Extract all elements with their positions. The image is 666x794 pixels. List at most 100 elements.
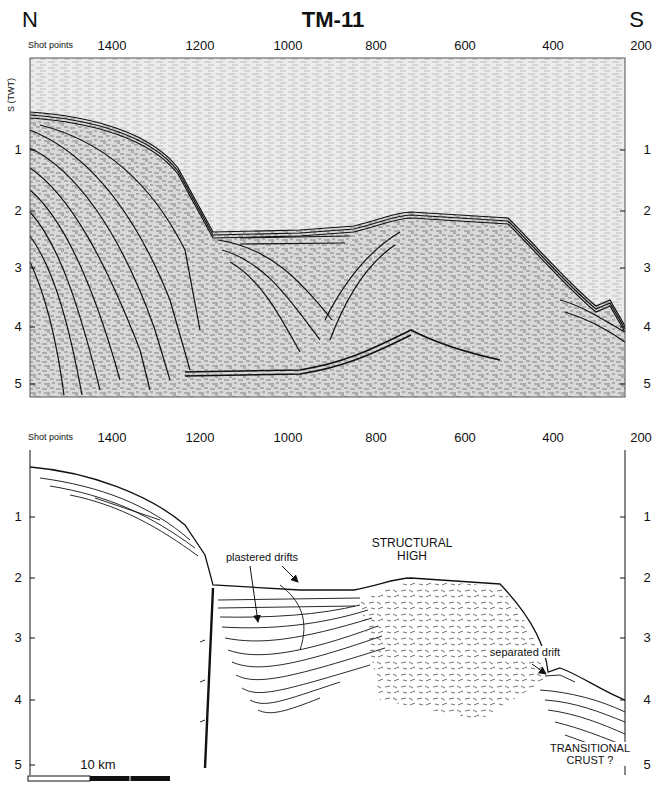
- seismic-line: [242, 665, 370, 693]
- axis-title: Shot points: [28, 41, 73, 51]
- shot-point: 600: [454, 39, 476, 53]
- twt-value: 1: [14, 143, 21, 157]
- shot-point: 200: [630, 39, 652, 53]
- seismic-line: [185, 330, 500, 372]
- seismic-line: [30, 236, 82, 395]
- shot-point: 800: [365, 39, 387, 53]
- annotation: plastered drifts: [224, 551, 300, 563]
- seismic-line: [30, 112, 625, 326]
- twt-value: 2: [14, 204, 21, 218]
- seismic-line: [30, 148, 170, 380]
- seismic-line: [28, 776, 90, 781]
- seismic-line: [258, 698, 320, 713]
- seismic-line: [330, 245, 395, 340]
- axis-title: Shot points: [28, 433, 73, 443]
- seismic-line: [30, 517, 35, 765]
- seismic-line: [236, 648, 385, 680]
- seismic-line: [240, 236, 350, 238]
- seismic-line: [620, 150, 625, 384]
- twt-value: 2: [14, 571, 21, 585]
- annotation: separated drift: [488, 646, 562, 658]
- seismic-line: [30, 168, 150, 390]
- seismic-line: [30, 450, 625, 775]
- twt-value: 4: [14, 693, 21, 707]
- seismic-line: [250, 566, 258, 622]
- twt-value: 2: [643, 571, 650, 585]
- seismic-line: [30, 112, 625, 397]
- seismic-line: [185, 335, 411, 376]
- shot-point: 200: [630, 431, 652, 445]
- twt-value: 3: [643, 261, 650, 275]
- seismic-line: [30, 262, 64, 395]
- twt-value: 4: [643, 320, 650, 334]
- scale-bar: [28, 776, 170, 781]
- axis-ticks: [30, 150, 625, 775]
- seismic-line: [30, 115, 625, 329]
- shot-point: 1200: [186, 431, 215, 445]
- seismic-line: [30, 190, 120, 380]
- seismic-line: [205, 588, 213, 768]
- shot-point: 1000: [274, 39, 303, 53]
- shot-point: 400: [542, 39, 564, 53]
- seismic-line: [240, 243, 345, 244]
- twt-value: 5: [14, 758, 21, 772]
- seismic-line: [90, 776, 170, 781]
- seismic-line: [225, 618, 372, 641]
- seismic-line: [282, 566, 298, 582]
- shot-point: 400: [542, 431, 564, 445]
- interpreted-section: [30, 467, 625, 768]
- twt-value: 1: [643, 143, 650, 157]
- twt-value: 1: [643, 510, 650, 524]
- seismic-record: [30, 58, 625, 397]
- seismic-line: [95, 498, 160, 520]
- seismic-line: [40, 478, 190, 540]
- seismic-line: [325, 232, 400, 320]
- shot-point: 1000: [274, 431, 303, 445]
- seismic-line: [548, 710, 625, 734]
- annotation: STRUCTURAL HIGH: [368, 537, 456, 563]
- twt-value: 2: [643, 204, 650, 218]
- seismic-line: [40, 125, 200, 330]
- seismic-line: [222, 250, 320, 340]
- shot-point: 800: [365, 431, 387, 445]
- seismic-line: [130, 776, 131, 781]
- twt-value: 3: [643, 631, 650, 645]
- twt-value: 1: [14, 510, 21, 524]
- annotation: TRANSITIONAL CRUST ?: [542, 742, 638, 766]
- shot-point: 600: [454, 431, 476, 445]
- seismic-line: [30, 212, 100, 390]
- shot-point: 1400: [98, 431, 127, 445]
- seismic-line: [250, 682, 340, 703]
- twt-value: 4: [643, 693, 650, 707]
- seismic-line: [232, 636, 382, 667]
- seismic-line: [218, 598, 360, 600]
- shot-point: 1400: [98, 39, 127, 53]
- twt-value: 3: [14, 261, 21, 275]
- twt-value: 5: [643, 377, 650, 391]
- seismic-line: [565, 312, 625, 342]
- seismic-line: [620, 517, 625, 765]
- seismic-line: [70, 495, 198, 556]
- seismic-line: [560, 300, 625, 332]
- compass-label: S: [629, 8, 644, 32]
- twt-value: 5: [643, 758, 650, 772]
- seismic-line: [200, 640, 205, 722]
- seismic-line: [185, 330, 500, 376]
- compass-label: N: [22, 8, 38, 32]
- shot-point: 1200: [186, 39, 215, 53]
- seismic-line: [230, 262, 300, 352]
- seismic-line: [532, 664, 546, 674]
- seismic-line: [220, 605, 360, 617]
- seismic-line: [30, 112, 625, 395]
- seismic-line: [218, 606, 355, 608]
- twt-value: 5: [14, 377, 21, 391]
- twt-value: 4: [14, 320, 21, 334]
- twt-value: 3: [14, 631, 21, 645]
- profile-title: TM-11: [302, 8, 364, 32]
- seismic-line: [280, 585, 304, 650]
- seismic-line: [30, 58, 625, 397]
- seismic-line: [30, 150, 35, 384]
- scale-label: 10 km: [80, 758, 115, 772]
